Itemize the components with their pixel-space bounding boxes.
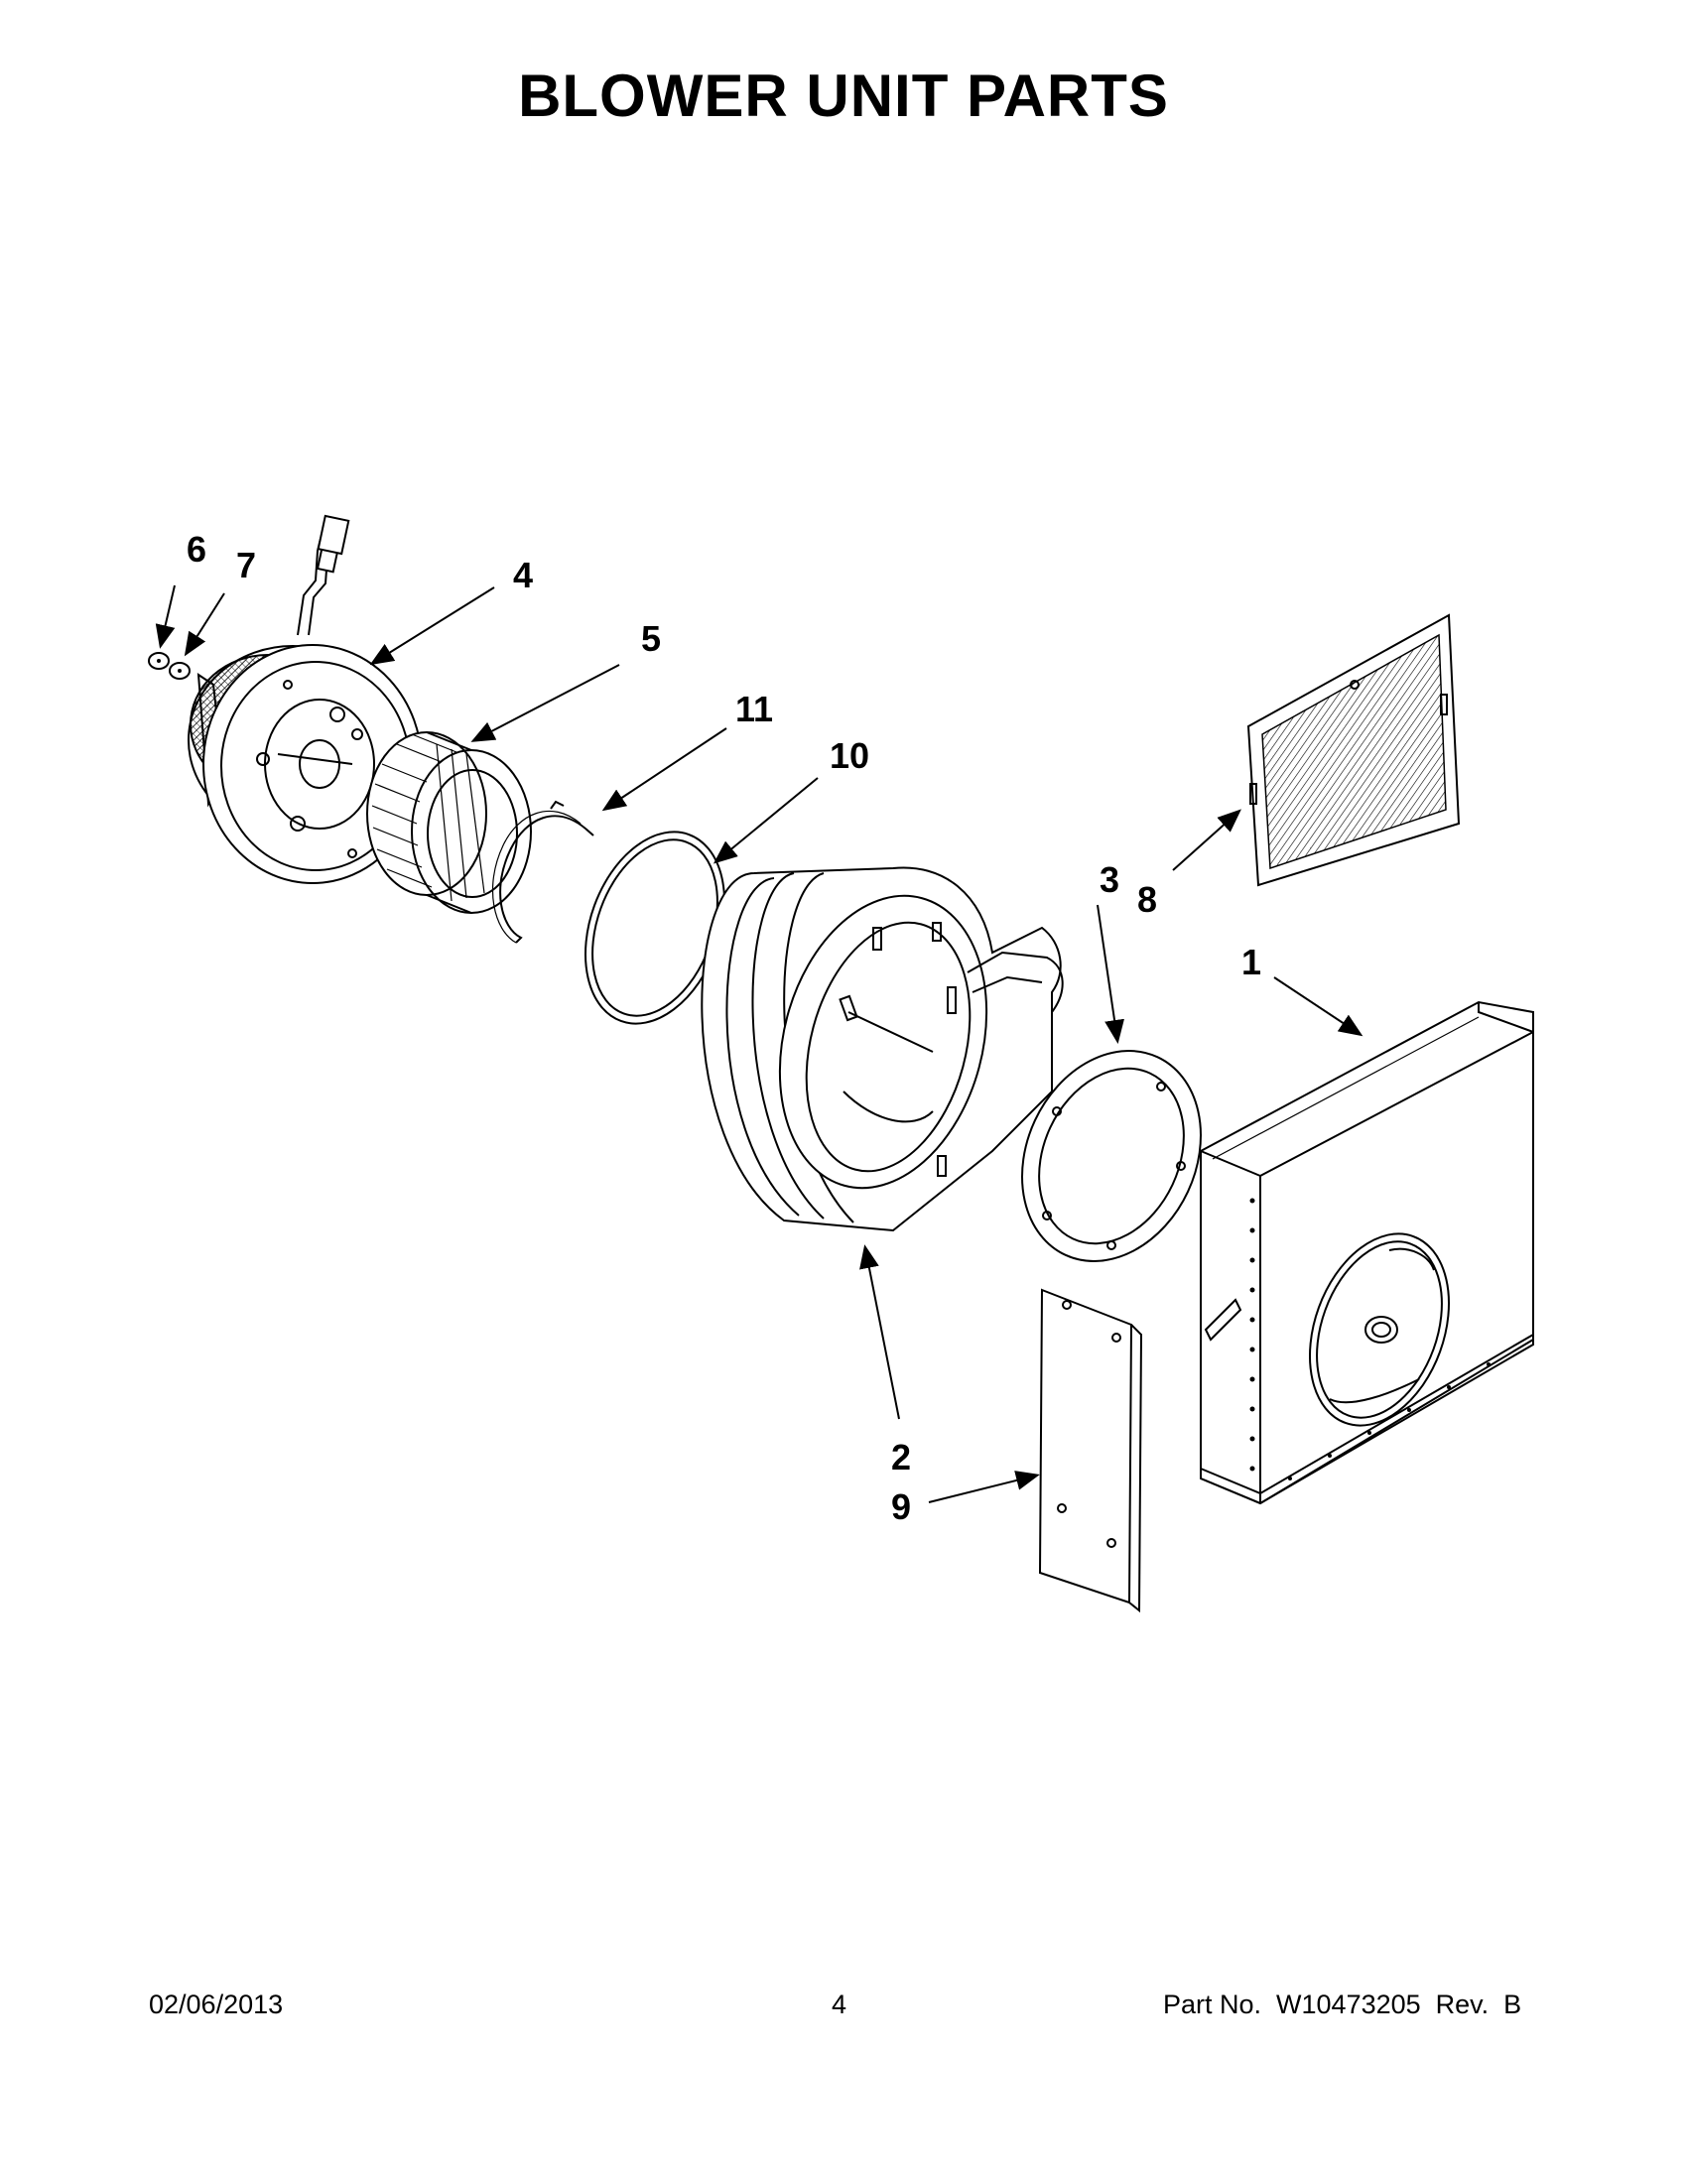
plate-part-9 — [1038, 1288, 1143, 1613]
callout-5: 5 — [641, 618, 661, 659]
callout-1: 1 — [1241, 942, 1261, 982]
callout-4: 4 — [513, 555, 533, 595]
callout-2: 2 — [891, 1437, 911, 1477]
enclosure-part-1 — [1200, 1000, 1534, 1505]
blower-wheel-part-5 — [366, 731, 532, 914]
leader-lines — [155, 584, 1363, 1503]
callout-10: 10 — [830, 735, 869, 776]
callout-9: 9 — [891, 1486, 911, 1527]
washer-part-7 — [169, 662, 191, 680]
page-title: BLOWER UNIT PARTS — [518, 63, 1169, 129]
callout-7: 7 — [236, 545, 256, 585]
callout-3: 3 — [1100, 859, 1119, 900]
blower-housing-part-2 — [701, 866, 1064, 1232]
callout-8: 8 — [1137, 879, 1157, 920]
footer-part-number: Part No. W10473205 Rev. B — [1163, 1990, 1522, 2019]
mounting-ring-part-3 — [1021, 1050, 1202, 1262]
filter-part-8 — [1246, 613, 1461, 887]
callout-6: 6 — [187, 529, 206, 570]
callout-11: 11 — [735, 689, 773, 729]
footer-page-number: 4 — [832, 1990, 847, 2019]
clip-ring-part-11 — [491, 800, 594, 944]
washer-part-6 — [148, 652, 170, 670]
footer-date: 02/06/2013 — [149, 1990, 284, 2019]
